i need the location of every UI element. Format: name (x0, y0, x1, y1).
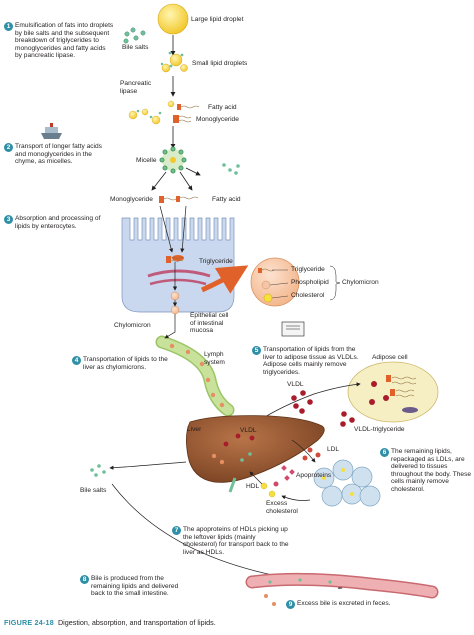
label-excess-cholesterol: Excess cholesterol (266, 500, 298, 515)
step-2: 2 Transport of longer fatty acids and mo… (4, 143, 114, 166)
tissue-cells (313, 459, 381, 507)
flow-arrow (281, 495, 311, 501)
label-monoglyceride-2: Monoglyceride (110, 196, 153, 203)
step-text: Transportation of lipids to the liver as… (83, 356, 168, 371)
chylomicron-detail (250, 257, 341, 307)
micelle-icon (159, 146, 187, 174)
step-text: The apoproteins of HDLs picking up the l… (183, 526, 289, 556)
flow-arrow (151, 171, 167, 191)
liver-organ (186, 415, 325, 493)
step-number: 8 (80, 575, 89, 584)
step-text: Absorption and processing of lipids by e… (15, 215, 101, 230)
step-number: 6 (380, 448, 389, 457)
caption-text: Digestion, absorption, and transportatio… (57, 618, 216, 627)
label-vldl-triglyceride: VLDL-triglyceride (354, 426, 405, 433)
step-9: 9 Excess bile is excreted in feces. (286, 600, 446, 609)
apoproteins (281, 465, 295, 481)
vldl-particles (291, 390, 355, 427)
flow-arrow (249, 471, 263, 485)
label-epithelial-cell: Epithelial cell of intestinal mucosa (190, 312, 229, 335)
label-lymph-system: Lymph system (204, 351, 225, 366)
molecules-row (159, 196, 199, 203)
label-apoproteins: Apoproteins (296, 472, 332, 479)
label-cholesterol: Cholesterol (291, 292, 325, 299)
label-fatty-acid: Fatty acid (208, 104, 237, 111)
intestine-tube (245, 572, 439, 599)
orange-arrow (200, 265, 249, 294)
excreted-bile (264, 594, 276, 606)
step-7: 7 The apoproteins of HDLs picking up the… (172, 526, 290, 556)
label-triglyceride-cell: Triglyceride (199, 258, 233, 265)
label-chylomicron-left: Chylomicron (114, 322, 151, 329)
step-3: 3 Absorption and processing of lipids by… (4, 215, 104, 230)
label-vldl-liver: VLDL (240, 427, 257, 434)
label-large-droplet: Large lipid droplet (191, 16, 244, 23)
ship-icon (41, 123, 62, 139)
step-5: 5 Transportation of lipids from the live… (252, 346, 362, 376)
label-phospholipid: Phospholipid (291, 279, 329, 286)
step-number: 7 (172, 526, 181, 535)
label-vldl: VLDL (287, 381, 304, 388)
flow-arrow (164, 314, 176, 339)
step-number: 4 (72, 356, 81, 365)
figure-number: FIGURE 24-18 (4, 618, 54, 627)
step-number: 2 (4, 143, 13, 152)
label-micelle: Micelle (136, 157, 157, 164)
lipase-products (128, 100, 200, 125)
flow-arrow (180, 205, 187, 253)
triglyceride-molecules (166, 256, 184, 263)
ldl-particles (302, 447, 321, 461)
label-triglyceride: Triglyceride (291, 266, 325, 273)
flow-arrow (179, 171, 193, 191)
label-fatty-acid-2: Fatty acid (212, 196, 241, 203)
flow-arrow (159, 205, 174, 253)
step-number: 9 (286, 600, 295, 609)
label-bile-salts-bottom: Bile salts (80, 487, 107, 494)
step-number: 5 (252, 346, 261, 355)
label-bile-salts: Bile salts (122, 44, 149, 51)
monitor-icon (281, 321, 305, 337)
step-number: 1 (4, 22, 13, 31)
flow-arrow (291, 439, 316, 463)
flow-arrow (109, 461, 187, 470)
label-ldl: LDL (327, 446, 340, 453)
label-chylomicron-right: Chylomicron (342, 279, 379, 286)
bile-salts-icon (123, 27, 146, 44)
step-text: Transport of longer fatty acids and mono… (15, 143, 102, 166)
adipose-cell (347, 361, 439, 423)
label-small-droplets: Small lipid droplets (192, 60, 248, 67)
step-6: 6 The remaining lipids, repackaged as LD… (380, 448, 472, 494)
lymph-vessel (155, 335, 235, 417)
flow-arrow (259, 382, 361, 421)
step-1: 1 Emulsification of fats into droplets b… (4, 22, 114, 60)
step-text: Transportation of lipids from the liver … (263, 346, 359, 376)
step-8: 8 Bile is produced from the remaining li… (80, 575, 180, 598)
large-lipid-droplet (157, 3, 189, 35)
step-text: Bile is produced from the remaining lipi… (91, 575, 179, 598)
step-text: Emulsification of fats into droplets by … (15, 22, 114, 60)
label-hdl: HDL (246, 483, 260, 490)
label-liver: Liver (187, 426, 202, 433)
label-adipose-cell: Adipose cell (372, 354, 408, 361)
small-lipid-droplets (160, 51, 188, 73)
step-text: Excess bile is excreted in feces. (297, 600, 391, 607)
label-monoglyceride: Monoglyceride (196, 116, 239, 123)
enterocyte-cell (121, 217, 235, 315)
step-number: 3 (4, 215, 13, 224)
bile-salts-icon (222, 163, 240, 175)
step-4: 4 Transportation of lipids to the liver … (72, 356, 172, 371)
step-text: The remaining lipids, repackaged as LDLs… (391, 448, 472, 493)
label-pancreatic-lipase: Pancreatic lipase (120, 80, 152, 95)
hdl-particles (260, 481, 279, 498)
bile-salts-icon (90, 464, 106, 477)
flow-arrow (185, 167, 201, 176)
